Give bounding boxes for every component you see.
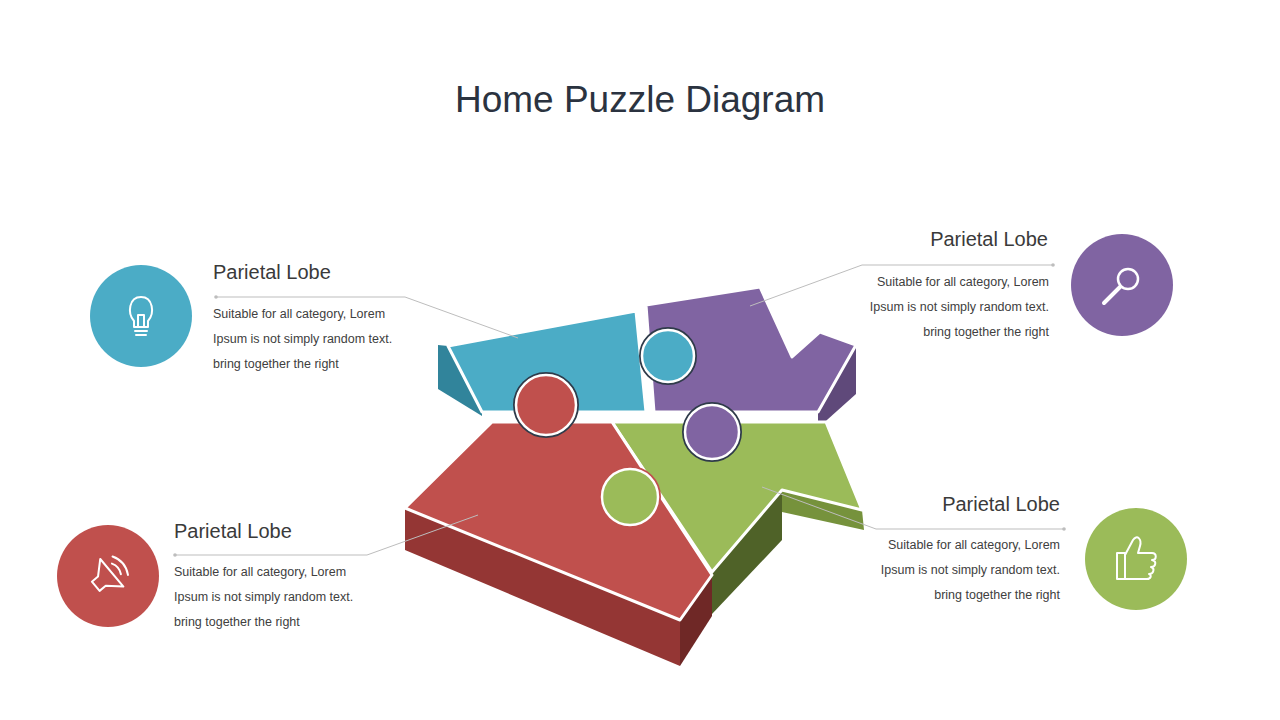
leader-dot xyxy=(214,295,218,299)
thumb-cuff xyxy=(1117,553,1125,579)
callout-heading: Parietal Lobe xyxy=(850,227,1048,251)
icon-circle xyxy=(90,265,192,367)
callout-heading: Parietal Lobe xyxy=(174,519,374,543)
blue-knob xyxy=(642,330,694,382)
bulb-base xyxy=(135,331,147,335)
magnifier-handle xyxy=(1104,287,1120,303)
speaker-wave xyxy=(113,554,131,575)
speaker-wave xyxy=(112,562,123,574)
leader-dot xyxy=(1051,263,1055,267)
callout-body: Suitable for all category, Lorem Ipsum i… xyxy=(865,533,1060,608)
leader-lines xyxy=(175,265,1064,555)
puzzle-tops xyxy=(405,287,862,620)
leader-line xyxy=(175,515,478,555)
bulb-filament xyxy=(138,315,144,327)
callout-body: Suitable for all category, Lorem Ipsum i… xyxy=(174,560,366,635)
green-knob xyxy=(602,469,658,525)
bulb-icon xyxy=(130,297,152,335)
callout-node: Parietal LobeSuitable for all category, … xyxy=(850,225,1180,350)
blue-knob xyxy=(642,330,694,382)
leader-dots xyxy=(173,263,1066,557)
purple-knob xyxy=(685,405,739,459)
leader-dot xyxy=(173,553,177,557)
icon-circle xyxy=(1085,508,1187,610)
speaker-icon xyxy=(84,550,134,600)
bulb-glass xyxy=(130,297,152,327)
magnifier-icon xyxy=(1104,269,1138,303)
puzzle-knobs xyxy=(516,330,739,525)
icon-circle xyxy=(57,525,159,627)
callout-body: Suitable for all category, Lorem Ipsum i… xyxy=(213,302,405,377)
callout-node: Parietal LobeSuitable for all category, … xyxy=(865,490,1195,615)
callout-body: Suitable for all category, Lorem Ipsum i… xyxy=(854,270,1049,345)
leader-dot xyxy=(1062,527,1066,531)
leader-line xyxy=(762,487,1064,529)
thumb-icon xyxy=(1117,537,1156,579)
red-knob xyxy=(516,375,576,435)
callout-node: Parietal LobeSuitable for all category, … xyxy=(55,515,385,640)
red-piece xyxy=(405,422,712,620)
thumb-hand xyxy=(1125,537,1156,579)
callout-heading: Parietal Lobe xyxy=(213,260,413,284)
red-knob xyxy=(516,375,576,435)
magnifier-lens xyxy=(1118,269,1138,289)
callout-node: Parietal LobeSuitable for all category, … xyxy=(88,255,418,380)
green-knob xyxy=(602,469,658,525)
speaker-body xyxy=(84,559,123,600)
icon-circle xyxy=(1071,234,1173,336)
purple-knob xyxy=(685,405,739,459)
callout-heading: Parietal Lobe xyxy=(865,492,1060,516)
diagram-title: Home Puzzle Diagram xyxy=(0,76,1280,124)
